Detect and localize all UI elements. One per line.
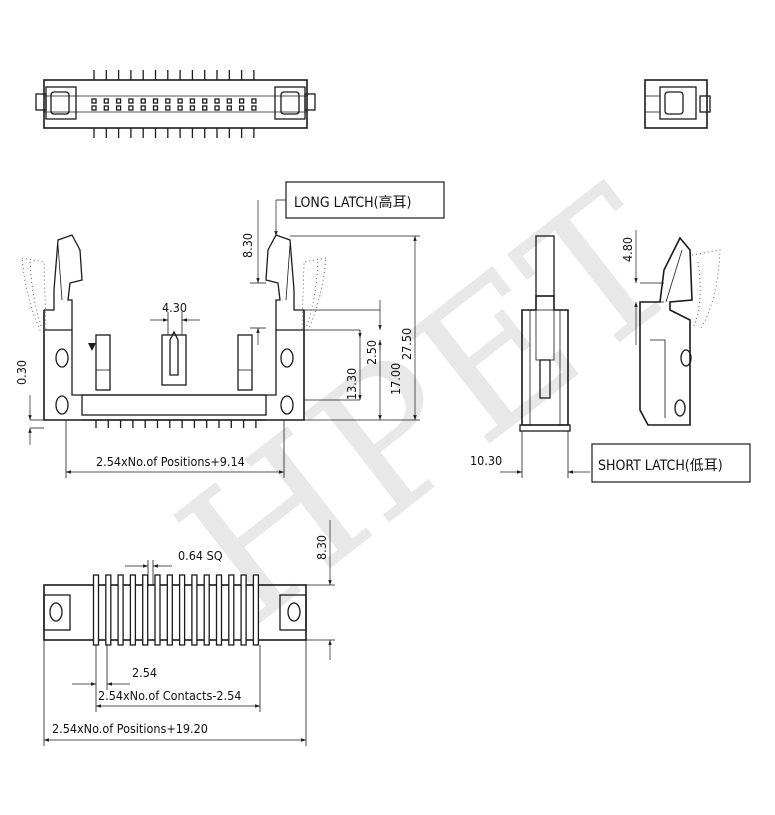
dim-030-label: 0.30 [14,360,29,385]
bottom-pin [252,574,260,646]
top-pin-square [152,98,159,104]
dim-480-label: 4.80 [620,237,635,262]
top-pin-square [226,98,232,104]
bottom-pin [240,574,247,646]
top-pin-square [202,98,208,104]
dim-254-label: 2.54 [132,665,157,680]
bottom-pin [166,574,173,646]
bottom-pin [117,574,124,646]
top-pin-square [251,98,257,104]
dim-250-label: 2.50 [364,340,379,365]
dim-1700-label: 17.00 [388,363,403,395]
top-pin-square [226,105,232,111]
short-latch-label: SHORT LATCH(低耳) [598,458,723,474]
dim-positions-1920-label: 2.54xNo.of Positions+19.20 [52,721,208,736]
dim-1330-label: 13.30 [344,368,359,400]
top-pin-square [115,105,122,111]
bottom-pin [215,574,223,646]
top-pin-square [189,98,196,104]
front-dimensions: 0.30 8.30 LONG LATCH(高耳) 4.30 2.50 13.30 [14,181,445,478]
bottom-pin [129,574,137,646]
top-pin-square [214,98,220,104]
top-pin-square [91,98,97,104]
top-pin-square [103,98,109,104]
top-pin-square [165,105,171,111]
long-latch-label: LONG LATCH(高耳) [294,194,411,211]
top-pin-square [140,105,146,111]
top-pin-square [128,105,134,111]
top-pin-square [238,105,245,111]
top-pin-square [140,98,146,104]
bottom-view: 8.30 0.64 SQ 2.54 2.54xNo.of Contacts-2.… [43,520,335,746]
top-pin-square [251,105,257,111]
dim-830-top-label: 8.30 [240,233,255,258]
dim-contacts-label: 2.54xNo.of Contacts-2.54 [98,688,241,703]
bottom-pin [228,574,235,646]
dim-2750-label: 27.50 [399,328,414,360]
top-pin-square [238,98,245,104]
bottom-pin [154,574,161,646]
top-pin-square [177,98,183,104]
top-pin-square [128,98,134,104]
top-pin-square [214,105,220,111]
bottom-pin [203,574,210,646]
top-pin-square [91,105,97,111]
dim-1030-label: 10.30 [470,453,502,468]
dim-positions-914-label: 2.54xNo.of Positions+9.14 [96,454,245,469]
bottom-pin [142,574,149,646]
dim-064sq-label: 0.64 SQ [178,548,223,563]
bottom-pin [191,574,198,646]
bottom-pin [105,574,112,646]
side-view-short: 4.80 SHORT LATCH(低耳) [591,230,751,483]
top-pin-square [103,105,109,111]
top-view [35,70,316,138]
top-pin-square [115,98,122,104]
dim-430-label: 4.30 [162,300,187,315]
bottom-pin [178,574,186,646]
top-pin-square [165,98,171,104]
side-view-long: 10.30 [470,235,590,478]
short-latch-box [591,443,751,483]
top-pin-square [152,105,159,111]
dim-830-bottom-label: 8.30 [314,535,329,560]
top-side-view [644,79,711,129]
top-pin-square [189,105,196,111]
front-view [21,234,327,429]
bottom-pin [92,574,100,646]
long-latch-box [285,181,445,219]
top-pin-square [177,105,183,111]
top-pin-square [202,105,208,111]
